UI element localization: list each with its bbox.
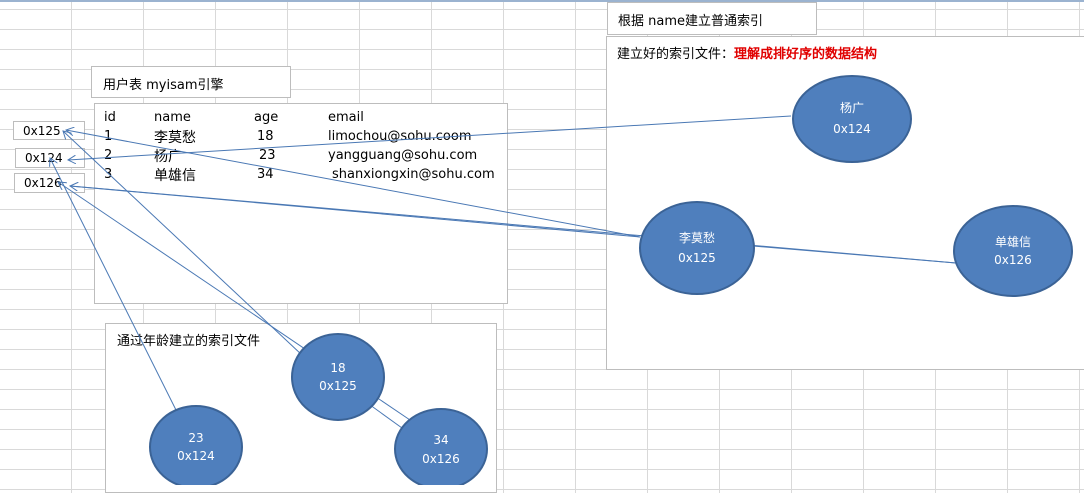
table-cell: 23 [259,148,276,163]
pointer-arrow [66,130,641,238]
pointer-arrow [70,186,641,238]
node-label: 李莫愁 [679,230,715,245]
name-index-subtitle-prefix: 建立好的索引文件： [617,47,735,62]
name-node: 单雄信 0x126 [953,205,1073,297]
node-ellipse [792,75,912,163]
age-node: 18 0x125 [291,333,385,421]
node-addr: 0x126 [422,452,460,466]
user-table: id name age email 1 李莫愁 18 limochou@sohu… [94,103,508,304]
age-node: 23 0x124 [149,405,243,485]
table-cell: yangguang@sohu.com [328,148,478,163]
name-node: 李莫愁 0x125 [639,201,755,295]
node-ellipse [291,333,385,421]
table-cell: 2 [104,148,113,163]
table-header-email: email [328,110,364,125]
top-border [0,0,1084,2]
pointer-arrow [68,115,792,160]
user-table-title: 用户表 myisam引擎 [103,78,224,93]
node-label: 34 [433,433,448,447]
node-label: 杨广 [840,100,864,115]
table-cell: 李莫愁 [154,130,196,146]
node-addr: 0x125 [319,379,357,393]
node-label: 单雄信 [995,234,1031,249]
name-index-subtitle-highlight: 理解成排好序的数据结构 [734,47,878,62]
table-header-age: age [254,110,279,125]
table-header-name: name [154,110,191,125]
name-index-title-box: 根据 name建立普通索引 [607,2,817,35]
age-index-title: 通过年龄建立的索引文件 [117,334,261,349]
node-addr: 0x126 [994,253,1032,267]
node-addr: 0x124 [833,122,871,136]
age-node: 34 0x126 [394,408,488,485]
node-ellipse [394,408,488,485]
table-cell: limochou@sohu.coom [328,129,472,144]
table-header-id: id [104,110,116,125]
name-index-subtitle: 建立好的索引文件：理解成排好序的数据结构 [617,43,877,62]
table-cell: shanxiongxin@sohu.com [332,167,495,182]
node-addr: 0x124 [177,449,215,463]
node-ellipse [953,205,1073,297]
table-cell: 18 [257,129,274,144]
node-ellipse [149,405,243,485]
node-label: 18 [330,361,345,375]
pointer-arrow [63,131,303,356]
node-addr: 0x125 [678,251,716,265]
node-label: 23 [188,431,203,445]
node-ellipse [639,201,755,295]
table-cell: 1 [104,129,113,144]
pointer-arrow [50,158,177,411]
name-index-title: 根据 name建立普通索引 [618,14,763,29]
user-table-title-box: 用户表 myisam引擎 [91,66,291,98]
table-cell: 单雄信 [154,168,196,184]
name-node: 杨广 0x124 [792,75,912,163]
table-cell: 34 [257,167,274,182]
table-cell: 3 [104,167,113,182]
